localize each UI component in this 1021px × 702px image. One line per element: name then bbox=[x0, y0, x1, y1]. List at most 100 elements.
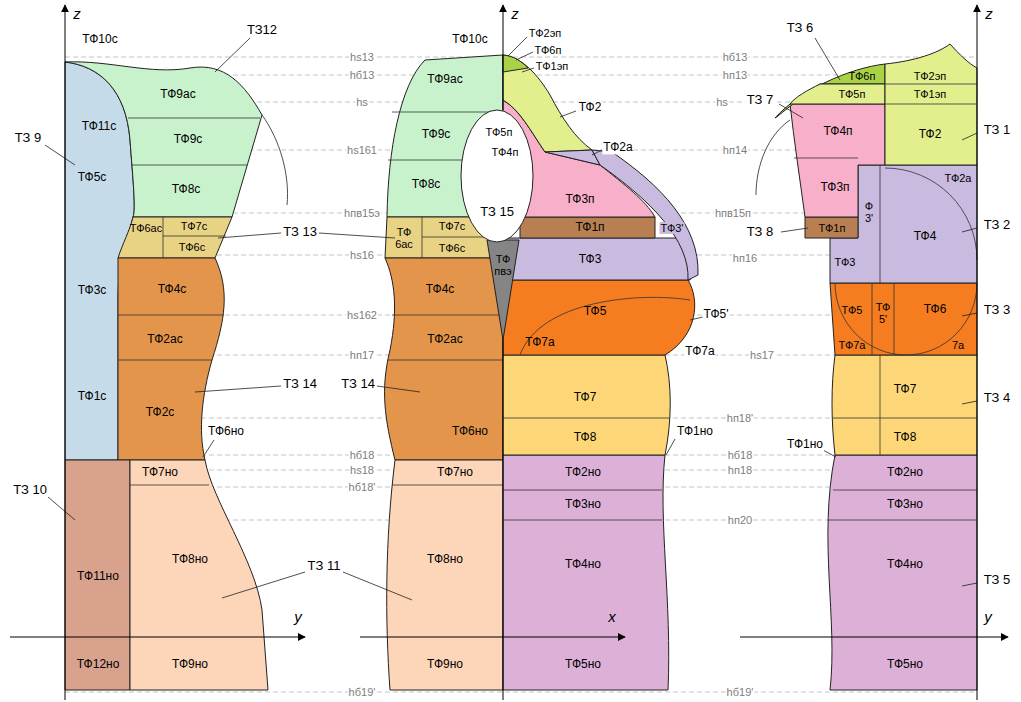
dimension-label: hп14 bbox=[722, 144, 748, 156]
fragment-label: ТФ3' bbox=[660, 222, 685, 234]
dimension-line bbox=[65, 57, 977, 692]
fragment-label: ТФ3но bbox=[886, 498, 924, 511]
fragment-label: 7а bbox=[951, 339, 965, 351]
zone-label: ТЗ 6 bbox=[786, 21, 815, 35]
fragment-label: ТФ6с bbox=[438, 242, 466, 254]
fragment-label: ТФ9с bbox=[173, 133, 204, 146]
zone-label: ТЗ 4 bbox=[983, 391, 1012, 405]
fragment-label: ТФ10с bbox=[81, 33, 118, 46]
zone-label: ТЗ 10 bbox=[12, 483, 48, 497]
fragment-label: ТФ8 bbox=[573, 431, 598, 444]
zone-1 bbox=[790, 84, 885, 104]
fragment-label: ТФ7а bbox=[838, 339, 867, 351]
fragment-label: ТФ1п bbox=[574, 221, 605, 234]
dimension-label: hб13 bbox=[722, 51, 749, 63]
dimension-label: hs18 bbox=[349, 464, 375, 476]
dimension-label: hб18 bbox=[349, 449, 376, 461]
zone-4 bbox=[503, 355, 670, 455]
fragment-label: ТФ6 bbox=[923, 303, 948, 316]
fragment-label: ТФ2эп bbox=[528, 27, 562, 39]
fragment-label: ТФ6п bbox=[534, 44, 563, 56]
arc-line bbox=[262, 115, 288, 205]
fragment-label: ТФ9но bbox=[426, 658, 464, 671]
dimension-label: hб19' bbox=[348, 686, 377, 698]
fragment-divider bbox=[794, 84, 977, 520]
zone-label: ТЗ 5 bbox=[983, 573, 1012, 587]
fragment-label: ТФ2ас bbox=[426, 333, 463, 346]
dimension-label: hs161 bbox=[346, 144, 378, 156]
fragment-label: ТФ2но bbox=[564, 466, 602, 479]
zone-label: ТЗ 8 bbox=[746, 225, 775, 239]
fragment-label: ТФ6ас bbox=[129, 222, 163, 234]
dimension-label: hб18 bbox=[727, 449, 754, 461]
pve-wedge bbox=[487, 240, 519, 340]
fragment-label: ТФ2ас bbox=[146, 333, 183, 346]
axis-label: y bbox=[983, 609, 993, 626]
dimension-label: hs13 bbox=[349, 51, 375, 63]
fragment-label: ТФ5но bbox=[886, 658, 924, 671]
zone-3 bbox=[503, 280, 695, 355]
dimension-label: hп16 bbox=[732, 252, 758, 264]
fragment-label: ТФ4 bbox=[913, 230, 938, 243]
fragment-label: ТФ1эп bbox=[535, 60, 569, 72]
zone-10 bbox=[65, 460, 130, 690]
fragment-label: ТФ6с bbox=[178, 241, 206, 253]
zone-2 bbox=[545, 150, 600, 165]
fragment-label: ТФ7 bbox=[573, 391, 598, 404]
y-axis bbox=[10, 637, 305, 638]
fragment-label: ТФ9с bbox=[421, 128, 452, 141]
zone-label: ТЗ 2 bbox=[983, 218, 1012, 232]
dimension-label: hs bbox=[355, 96, 369, 108]
dimension-label: hп18' bbox=[726, 412, 754, 424]
dimension-label: hп13 bbox=[722, 69, 748, 81]
fragment-label: ТФ2 bbox=[918, 128, 943, 141]
fragment-label: ТФ4с bbox=[425, 283, 456, 296]
zone-label: ТЗ 11 bbox=[307, 559, 342, 573]
zone-11 bbox=[130, 460, 268, 690]
zone-2 bbox=[503, 238, 694, 280]
zone-8 bbox=[520, 217, 655, 238]
fragment-label: ТФ7но bbox=[141, 466, 179, 479]
zone-14 bbox=[385, 258, 503, 460]
zone-6 bbox=[503, 55, 528, 72]
fragment-label: ТФ7 bbox=[893, 383, 918, 396]
fragment-label: ТФ2но bbox=[886, 466, 924, 479]
leader-line bbox=[45, 37, 977, 600]
axis-label: y bbox=[293, 609, 303, 626]
dimension-label: hпв15э bbox=[343, 207, 381, 219]
fragment-label: ТФ3п bbox=[819, 181, 850, 194]
fragment-label: ТФ пвэ bbox=[493, 253, 512, 277]
fragment-label: ТФ6но bbox=[207, 425, 245, 438]
fragment-label: ТФ1но bbox=[786, 438, 824, 451]
fragment-label: ТФ2 bbox=[578, 101, 603, 114]
fragment-label: ТФ8 bbox=[893, 431, 918, 444]
fragment-label: ТФ3 bbox=[834, 256, 857, 268]
fragment-label: ТФ6но bbox=[451, 425, 489, 438]
fragment-label: ТФ12но bbox=[76, 658, 121, 671]
fragment-label: ТФ6п bbox=[848, 70, 877, 82]
fragment-label: Ф 3' bbox=[864, 200, 874, 224]
z-axis bbox=[503, 340, 504, 700]
y-axis bbox=[740, 637, 1008, 638]
dimension-label: hs17 bbox=[749, 349, 775, 361]
fragment-label: ТФ1но bbox=[676, 425, 714, 438]
fragment-divider bbox=[118, 118, 260, 485]
fragment-label: ТФ8но bbox=[171, 553, 209, 566]
fragment-label: ТФ4с bbox=[157, 283, 188, 296]
fragment-label: ТФ9ас bbox=[159, 88, 196, 101]
axis-label: z bbox=[72, 6, 82, 23]
fragment-label: ТФ7но bbox=[436, 466, 474, 479]
fragment-label: ТФ5' bbox=[702, 308, 729, 321]
arc-line bbox=[835, 168, 977, 355]
fragment-label: ТФ5с bbox=[77, 171, 108, 184]
fragment-label: ТФ7с bbox=[180, 220, 208, 232]
dimension-label: hп20 bbox=[727, 514, 753, 526]
fragment-label: ТФ2с bbox=[145, 406, 176, 419]
z-axis bbox=[503, 5, 504, 110]
fragment-label: ТФ8но bbox=[426, 553, 464, 566]
fragment-label: ТФ5 bbox=[583, 305, 608, 318]
zone-2 bbox=[592, 150, 698, 280]
dimension-label: hп18 bbox=[727, 464, 753, 476]
dimension-label: hs bbox=[715, 96, 729, 108]
